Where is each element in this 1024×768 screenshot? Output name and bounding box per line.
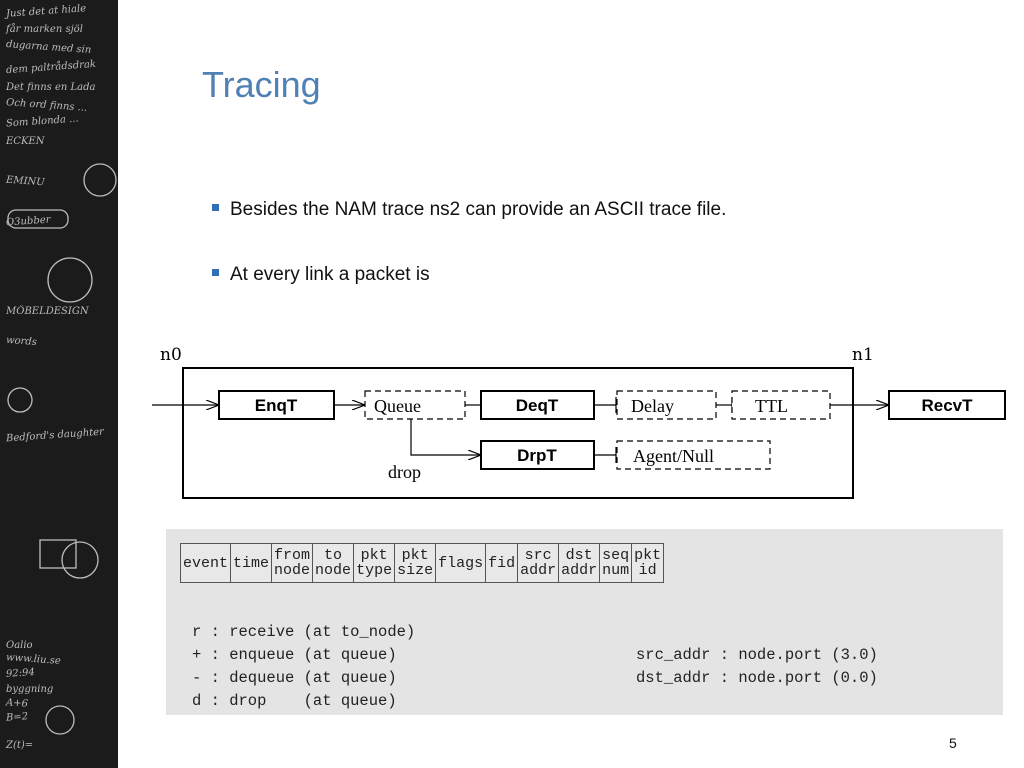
chalk-doodle bbox=[39, 539, 77, 569]
chalk-scribble: MÖBELDESIGN bbox=[6, 306, 89, 317]
chalk-doodle bbox=[61, 541, 99, 579]
event-legend-line: - : dequeue (at queue) bbox=[192, 669, 397, 687]
trace-column-header-line: id bbox=[638, 562, 657, 579]
trace-column-header: event bbox=[179, 543, 232, 583]
trace-column-header-line: type bbox=[356, 562, 393, 579]
node-n1-label: n1 bbox=[852, 345, 874, 365]
trace-column-header-line: pkt bbox=[401, 547, 429, 564]
bullet-text: At every link a packet is bbox=[230, 264, 430, 285]
trace-column-header-line: addr bbox=[520, 562, 557, 579]
agent-null-box bbox=[616, 440, 771, 470]
trace-column-header-line: time bbox=[233, 554, 270, 572]
queue-label: Queue bbox=[374, 396, 421, 416]
trace-column-header-line: flags bbox=[438, 554, 484, 572]
drop-path bbox=[410, 419, 481, 455]
trace-column-header-line: addr bbox=[561, 562, 598, 579]
agent-null-label: Agent/Null bbox=[633, 446, 714, 466]
trace-column-header-line: to bbox=[324, 547, 343, 564]
event-legend-line: d : drop (at queue) bbox=[192, 692, 397, 710]
trace-column-header: fid bbox=[485, 543, 519, 583]
address-legend-line: dst_addr : node.port (0.0) bbox=[636, 669, 878, 687]
trace-column-header-line: pkt bbox=[634, 547, 662, 564]
bullet-item: At every link a packet is bbox=[212, 264, 430, 286]
event-legend: r : receive (at to_node) + : enqueue (at … bbox=[192, 621, 415, 713]
chalk-doodle bbox=[7, 209, 69, 229]
link-diagram: n0 n1 EnqT Queue DeqT Delay TTL RecvT dr… bbox=[152, 345, 1006, 499]
node-n0-label: n0 bbox=[160, 345, 182, 365]
address-legend: src_addr : node.port (3.0) dst_addr : nod… bbox=[636, 621, 878, 690]
trace-column-header-line: seq bbox=[602, 547, 630, 564]
trace-column-header-line: src bbox=[524, 547, 552, 564]
event-legend-line: + : enqueue (at queue) bbox=[192, 646, 397, 664]
deqt-box bbox=[480, 390, 595, 420]
trace-column-header-line: dst bbox=[565, 547, 593, 564]
chalk-scribble: Z(t)= bbox=[6, 740, 34, 751]
ttl-label: TTL bbox=[755, 396, 788, 416]
trace-column-header-line: node bbox=[315, 562, 352, 579]
drpt-box bbox=[480, 440, 595, 470]
delay-label: Delay bbox=[631, 396, 674, 416]
trace-column-header-line: event bbox=[183, 554, 229, 572]
bullet-text: Besides the NAM trace ns2 can provide an… bbox=[230, 199, 727, 220]
trace-column-header-line: node bbox=[274, 562, 311, 579]
address-legend-line: src_addr : node.port (3.0) bbox=[636, 646, 878, 664]
chalk-scribble: ECKEN bbox=[6, 136, 45, 147]
link-boundary bbox=[182, 367, 854, 499]
chalk-doodle bbox=[83, 163, 117, 197]
chalk-scribble: får marken sjöl bbox=[6, 24, 83, 35]
trace-column-header-line: size bbox=[397, 562, 434, 579]
address-legend-line bbox=[636, 621, 878, 644]
event-legend-line: r : receive (at to_node) bbox=[192, 623, 416, 641]
chalk-scribble: byggning bbox=[6, 684, 54, 695]
drpt-label: DrpT bbox=[517, 446, 557, 465]
chalk-scribble: Det finns en Lada bbox=[6, 82, 96, 93]
trace-column-header-line: from bbox=[274, 547, 311, 564]
trace-column-header: flags bbox=[435, 543, 487, 583]
bullet-marker bbox=[212, 204, 219, 212]
drop-label: drop bbox=[388, 462, 421, 482]
slide-title: Tracing bbox=[202, 64, 321, 105]
enqt-label: EnqT bbox=[255, 396, 298, 415]
deqt-label: DeqT bbox=[516, 396, 559, 415]
recvt-label: RecvT bbox=[921, 396, 973, 415]
chalk-scribble: Oalio bbox=[6, 640, 33, 651]
chalk-doodle bbox=[47, 257, 93, 303]
trace-column-header: time bbox=[230, 543, 273, 583]
bullet-marker bbox=[212, 269, 219, 277]
recvt-box bbox=[888, 390, 1006, 420]
enqt-box bbox=[218, 390, 335, 420]
trace-column-header-line: num bbox=[602, 562, 630, 579]
chalk-doodles bbox=[7, 163, 117, 735]
chalk-doodle bbox=[45, 705, 75, 735]
trace-column-header-line: fid bbox=[488, 554, 516, 572]
chalk-doodle bbox=[7, 387, 33, 413]
page-number: 5 bbox=[949, 735, 957, 751]
trace-column-header-line: pkt bbox=[360, 547, 388, 564]
bullet-item: Besides the NAM trace ns2 can provide an… bbox=[212, 199, 726, 221]
